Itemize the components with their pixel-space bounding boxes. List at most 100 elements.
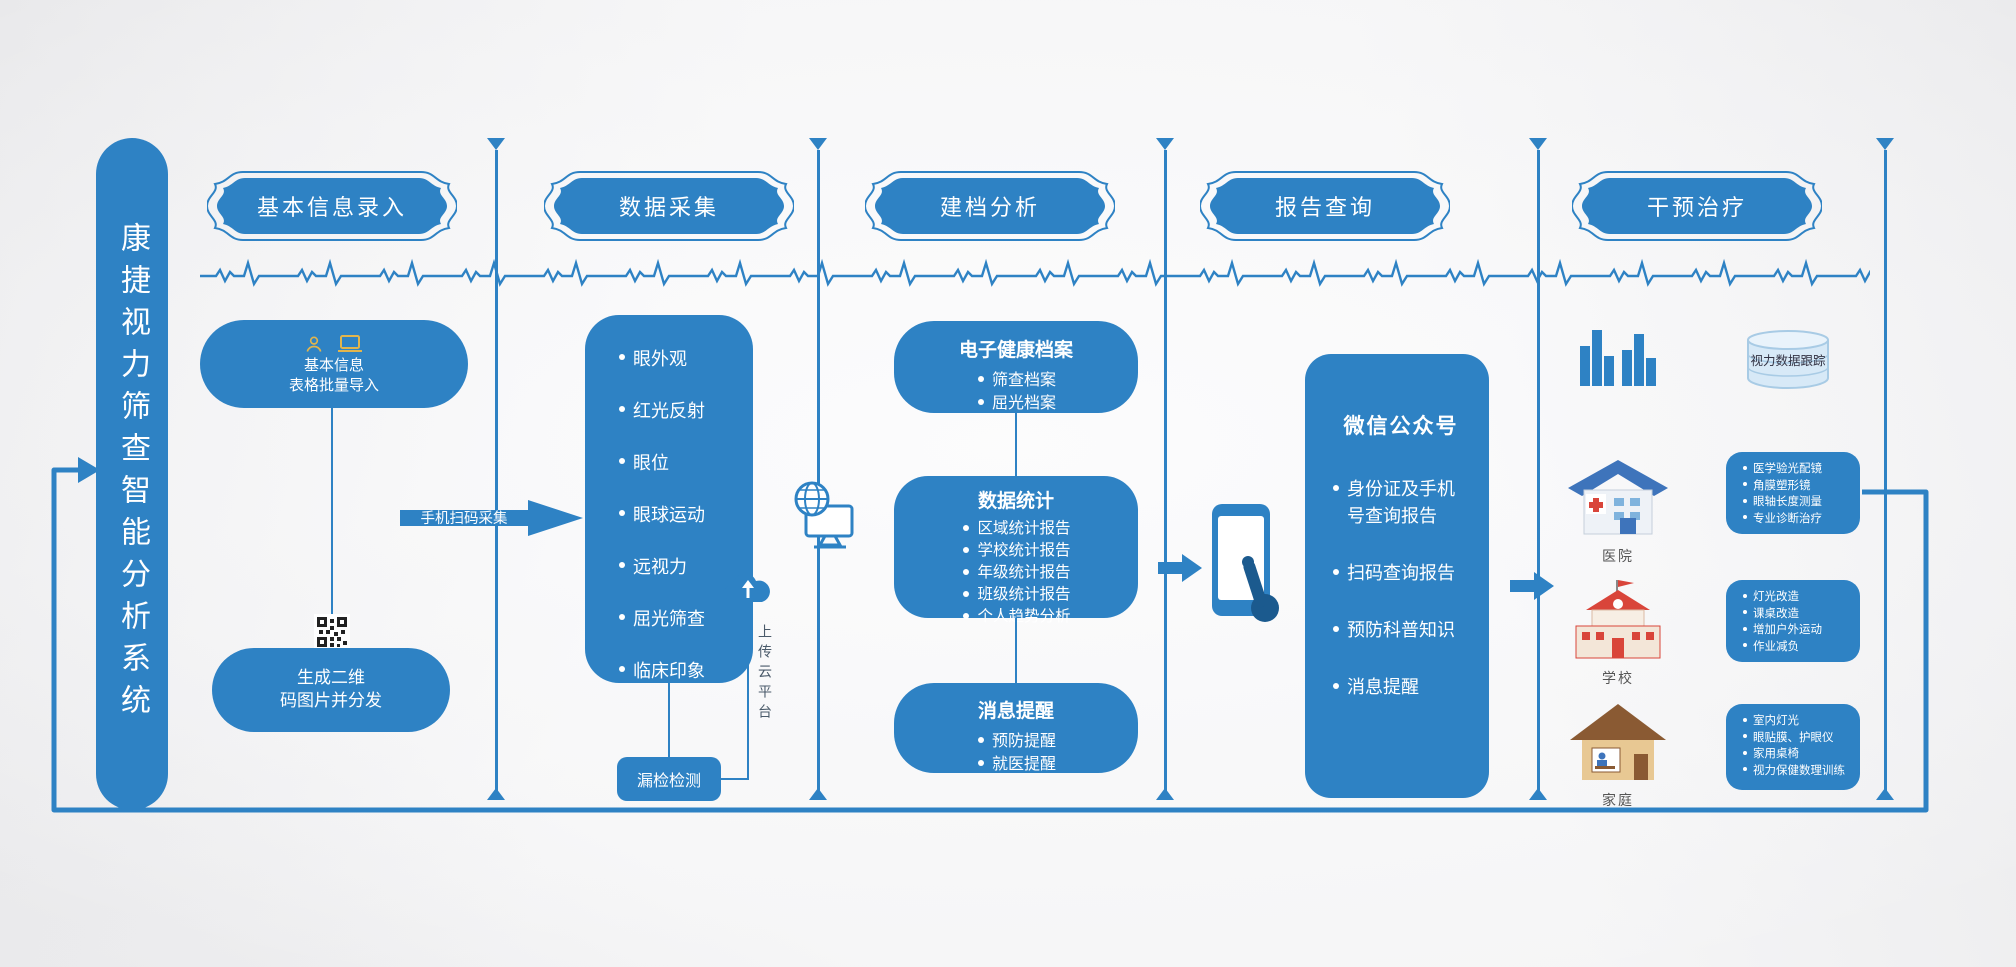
notify-title: 消息提醒 [977, 700, 1054, 722]
stage-badge-data-collection: 数据采集 [544, 168, 794, 244]
laptop-icon [338, 335, 362, 352]
list-item: 灯光改造 [1742, 588, 1852, 605]
stage-badge-report-query: 报告查询 [1200, 168, 1450, 244]
list-item: 眼位 [617, 449, 743, 475]
list-item: 学校统计报告 [961, 539, 1071, 561]
divider-4 [1537, 150, 1540, 800]
divider-2 [817, 150, 820, 800]
school-items-box: 灯光改造 课桌改造 增加户外运动 作业减负 [1726, 580, 1860, 662]
divider-top-arrow-icon [1876, 138, 1894, 150]
upload-cloud-label: 上传云平台 [756, 624, 772, 724]
scan-arrow-label: 手机扫码采集 [421, 510, 508, 527]
list-item: 增加户外运动 [1742, 621, 1852, 638]
list-item: 个人趋势分析 [961, 605, 1071, 627]
list-item: 筛查档案 [976, 368, 1056, 391]
wechat-list: 身份证及手机号查询报告 扫码查询报告 预防科普知识 消息提醒 [1331, 476, 1471, 701]
connector-cloud-vertical [747, 616, 749, 780]
person-icon [306, 336, 322, 352]
list-item: 作业减负 [1742, 638, 1852, 655]
family-list: 室内灯光 眼贴膜、护眼仪 家用桌椅 视力保健数理训练 [1742, 712, 1852, 778]
divider-bottom-arrow-icon [1529, 788, 1547, 800]
divider-3 [1164, 150, 1167, 800]
hospital-items-box: 医学验光配镜 角膜塑形镜 眼轴长度测量 专业诊断治疗 [1726, 452, 1860, 534]
qr-box-line2: 码图片并分发 [280, 691, 382, 711]
globe-monitor-icon [794, 481, 854, 549]
badge-shape [1200, 171, 1450, 241]
family-label: 家庭 [1602, 793, 1634, 809]
qr-code-icon [314, 614, 350, 650]
notify-box: 消息提醒 预防提醒 就医提醒 [894, 683, 1138, 773]
divider-bottom-arrow-icon [809, 788, 827, 800]
stats-box: 数据统计 区域统计报告 学校统计报告 年级统计报告 班级统计报告 个人趋势分析 [894, 476, 1138, 625]
list-item: 眼轴长度测量 [1742, 493, 1852, 510]
list-item: 视力保健数理训练 [1742, 762, 1852, 779]
list-item: 消息提醒 [1331, 674, 1471, 701]
phone-touch-icon [1212, 504, 1279, 622]
stats-title: 数据统计 [977, 490, 1054, 512]
list-item: 预防提醒 [976, 729, 1056, 752]
stage-label: 建档分析 [939, 196, 1040, 221]
heartbeat-line [200, 252, 1870, 300]
list-item: 身份证及手机号查询报告 [1331, 476, 1467, 530]
divider-bottom-arrow-icon [1156, 788, 1174, 800]
notify-list: 预防提醒 就医提醒 [976, 729, 1056, 775]
list-item: 年级统计报告 [961, 561, 1071, 583]
system-title-pill: 康捷视力筛查智能分析系统 [96, 138, 168, 810]
list-item: 屈光档案 [976, 391, 1056, 414]
stage-label: 干预治疗 [1646, 196, 1747, 221]
hospital-list: 医学验光配镜 角膜塑形镜 眼轴长度测量 专业诊断治疗 [1742, 460, 1852, 526]
divider-top-arrow-icon [1529, 138, 1547, 150]
connector-miss-to-cloud [721, 778, 749, 780]
list-item: 课桌改造 [1742, 605, 1852, 622]
badge-shape [207, 171, 457, 241]
hospital-icon [1568, 460, 1668, 535]
batch-import-box: 基本信息 表格批量导入 [200, 320, 468, 408]
divider-top-arrow-icon [487, 138, 505, 150]
list-item: 室内灯光 [1742, 712, 1852, 729]
connector-col2 [668, 683, 670, 757]
list-item: 临床印象 [617, 657, 743, 683]
scan-arrow: 手机扫码采集 [400, 500, 583, 536]
divider-bottom-arrow-icon [1876, 788, 1894, 800]
ehr-list: 筛查档案 屈光档案 [976, 368, 1056, 414]
qr-box-line1: 生成二维 [297, 668, 365, 688]
list-item: 屈光筛查 [617, 605, 743, 631]
cloud-upload-icon [724, 573, 770, 603]
miss-check-label: 漏检检测 [636, 771, 701, 790]
ehr-box: 电子健康档案 筛查档案 屈光档案 [894, 321, 1138, 413]
stage-label: 数据采集 [618, 196, 719, 221]
list-item: 就医提醒 [976, 752, 1056, 775]
list-item: 角膜塑形镜 [1742, 477, 1852, 494]
wechat-title: 微信公众号 [1343, 414, 1459, 438]
divider-1 [495, 150, 498, 800]
wechat-box: 微信公众号 身份证及手机号查询报告 扫码查询报告 预防科普知识 消息提醒 [1305, 354, 1489, 798]
batch-import-line2: 表格批量导入 [288, 376, 379, 394]
stage-label: 报告查询 [1274, 196, 1375, 221]
home-icon [1570, 704, 1666, 780]
connector-col1 [331, 408, 333, 616]
collection-items-box: 眼外观 红光反射 眼位 眼球运动 远视力 屈光筛查 临床印象 [585, 315, 753, 683]
stage-label: 基本信息录入 [256, 196, 407, 221]
badge-shape [865, 171, 1115, 241]
list-item: 扫码查询报告 [1331, 560, 1471, 587]
connector-col3-b [1015, 618, 1017, 683]
qr-generate-box: 生成二维 码图片并分发 [212, 648, 450, 732]
flow-arrow-icon [1158, 554, 1202, 582]
stats-list: 区域统计报告 学校统计报告 年级统计报告 班级统计报告 个人趋势分析 [961, 517, 1071, 627]
divider-5 [1884, 150, 1887, 800]
list-item: 眼球运动 [617, 501, 743, 527]
vision-data-cylinder: 视力数据跟踪 [1740, 328, 1836, 390]
list-item: 医学验光配镜 [1742, 460, 1852, 477]
hospital-label: 医院 [1602, 549, 1634, 565]
list-item: 家用桌椅 [1742, 745, 1852, 762]
batch-import-line1: 基本信息 [303, 356, 364, 374]
list-item: 眼外观 [617, 345, 743, 371]
list-item: 班级统计报告 [961, 583, 1071, 605]
list-item: 专业诊断治疗 [1742, 510, 1852, 527]
school-label: 学校 [1602, 671, 1634, 687]
school-icon [1575, 580, 1661, 659]
ehr-title: 电子健康档案 [958, 339, 1073, 361]
stage-badge-intervention: 干预治疗 [1572, 168, 1822, 244]
